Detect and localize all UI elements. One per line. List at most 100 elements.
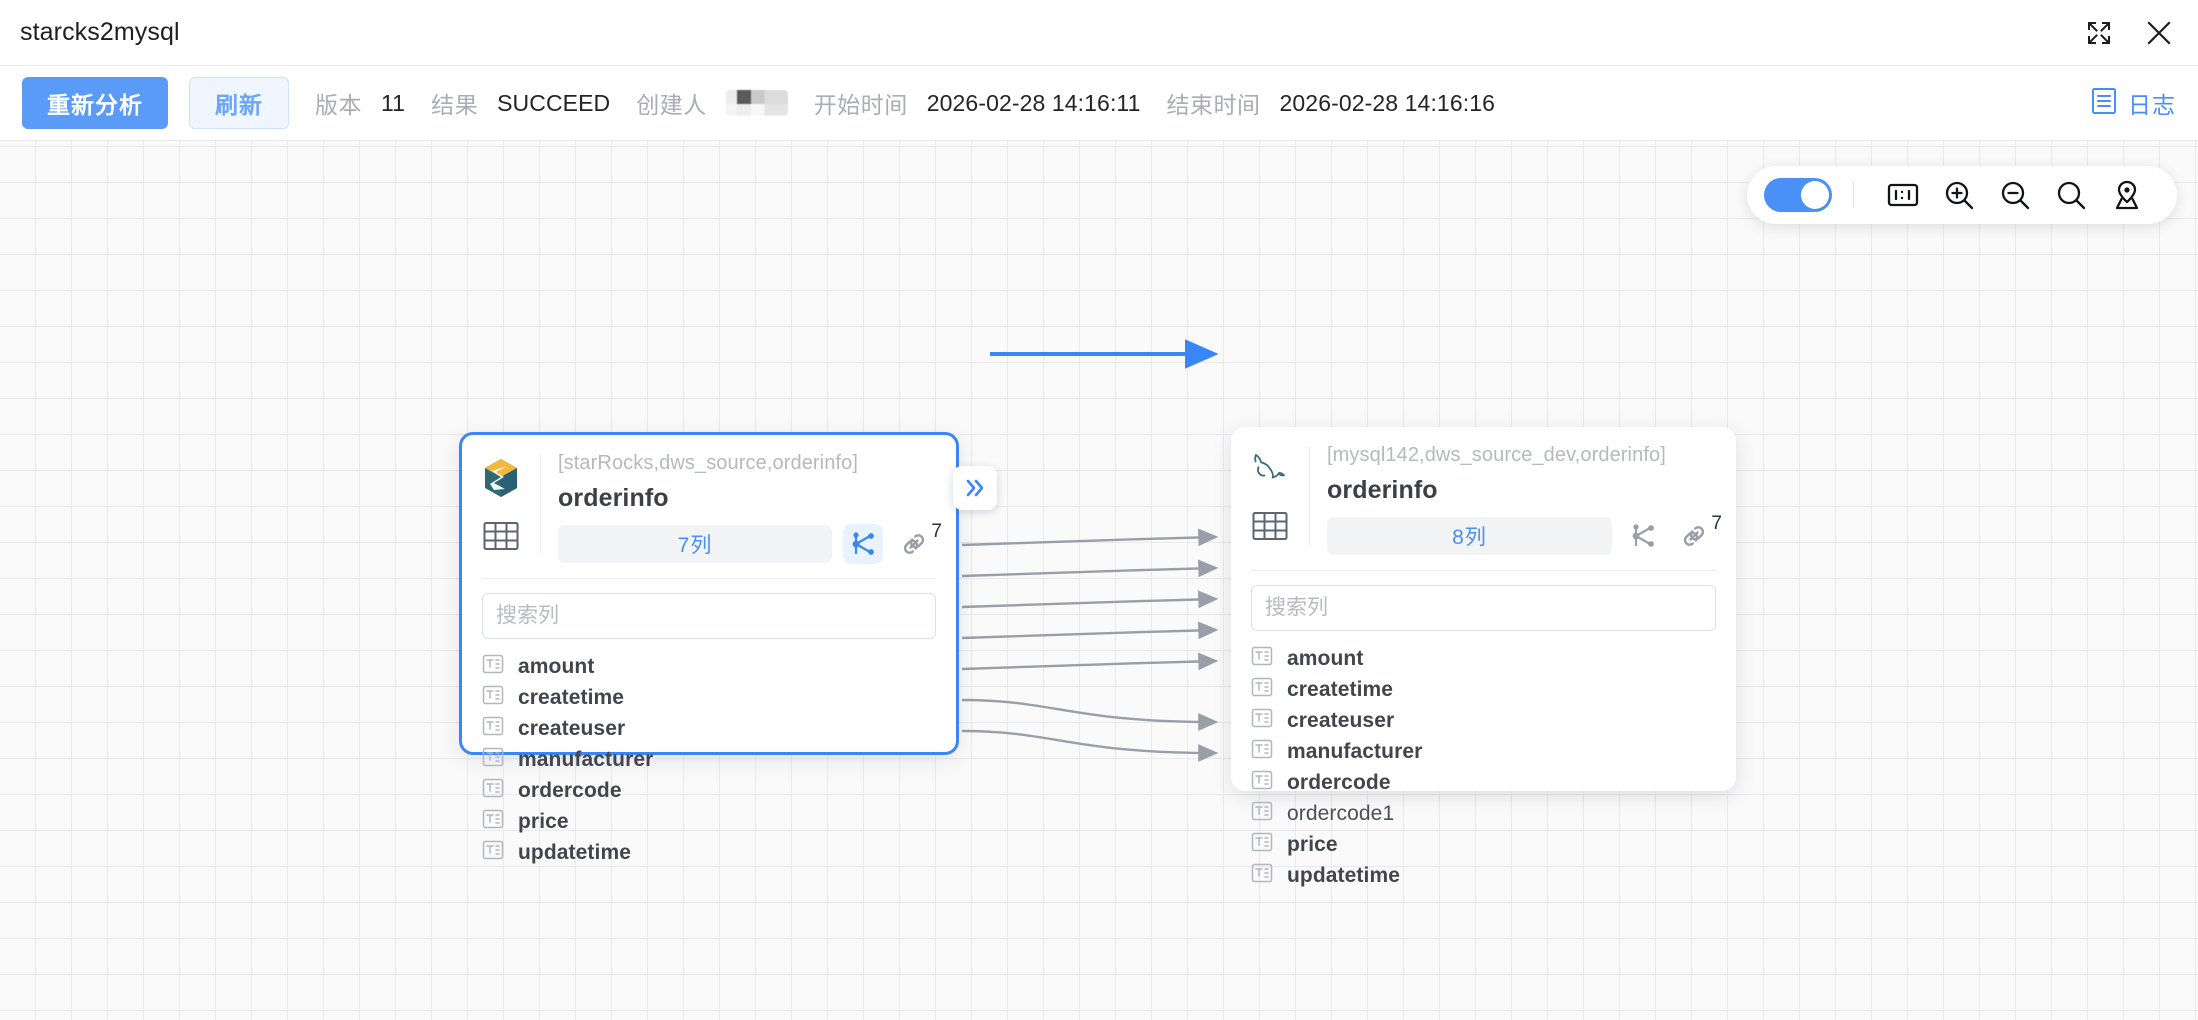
- locate-icon[interactable]: [2105, 173, 2149, 217]
- log-button[interactable]: 日志: [2091, 86, 2176, 120]
- result-label: 结果: [431, 92, 479, 118]
- close-icon[interactable]: [2144, 18, 2174, 48]
- column-item[interactable]: price: [482, 806, 936, 837]
- column-edge: [961, 590, 1219, 609]
- start-time-label: 开始时间: [813, 92, 908, 118]
- column-name: manufacturer: [518, 747, 654, 771]
- column-item[interactable]: createtime: [1251, 674, 1716, 705]
- chain-link-icon[interactable]: 7: [894, 521, 942, 564]
- column-item[interactable]: updatetime: [1251, 860, 1716, 891]
- column-name: manufacturer: [1287, 739, 1423, 763]
- column-field-icon: [1251, 707, 1273, 734]
- node-header: [mysql142,dws_source_dev,orderinfo] orde…: [1231, 427, 1736, 556]
- column-item[interactable]: ordercode: [1251, 767, 1716, 798]
- lineage-node-mysql-orderinfo[interactable]: [mysql142,dws_source_dev,orderinfo] orde…: [1231, 427, 1736, 887]
- creator-label: 创建人: [636, 92, 707, 118]
- column-edge: [961, 698, 1219, 731]
- column-name: amount: [1287, 646, 1364, 670]
- column-search-input[interactable]: [1251, 585, 1716, 631]
- search-icon[interactable]: [2049, 173, 2093, 217]
- column-name: price: [518, 809, 569, 833]
- column-count-badge[interactable]: 8列: [1327, 517, 1612, 555]
- refresh-button[interactable]: 刷新: [189, 77, 289, 129]
- node-divider: [1251, 570, 1716, 571]
- actual-size-icon[interactable]: [1881, 173, 1925, 217]
- column-field-icon: [482, 839, 504, 866]
- version-group: 版本 11: [315, 86, 405, 120]
- expand-downstream-button[interactable]: [953, 466, 997, 510]
- edges-layer: [961, 339, 1219, 762]
- window-controls: [2084, 18, 2174, 48]
- column-item[interactable]: updatetime: [482, 837, 936, 868]
- node-icons: [1231, 443, 1309, 556]
- lineage-canvas[interactable]: [starRocks,dws_source,orderinfo] orderin…: [0, 141, 2198, 1020]
- creator-value-redacted: [725, 90, 788, 116]
- log-button-label: 日志: [2128, 92, 2176, 118]
- creator-group: 创建人: [636, 86, 788, 120]
- column-item[interactable]: createuser: [1251, 705, 1716, 736]
- node-header-body: [starRocks,dws_source,orderinfo] orderin…: [541, 451, 956, 564]
- zoom-out-icon[interactable]: [1993, 173, 2037, 217]
- column-field-icon: [1251, 738, 1273, 765]
- column-field-icon: [482, 808, 504, 835]
- column-count-badge[interactable]: 7列: [558, 525, 832, 563]
- column-item[interactable]: price: [1251, 829, 1716, 860]
- chain-link-icon[interactable]: 7: [1674, 513, 1722, 556]
- canvas-toolbar: [1747, 166, 2177, 224]
- column-field-icon: [1251, 769, 1273, 796]
- node-meta: 7列: [558, 521, 942, 564]
- column-name: createuser: [1287, 708, 1395, 732]
- column-name: ordercode1: [1287, 801, 1395, 825]
- result-value: SUCCEED: [497, 89, 611, 116]
- column-edges: [961, 528, 1219, 762]
- version-label: 版本: [315, 92, 362, 118]
- column-lineage-toggle[interactable]: [1764, 178, 1832, 212]
- column-name: amount: [518, 654, 595, 678]
- node-path: [starRocks,dws_source,orderinfo]: [558, 452, 858, 474]
- column-list: amount createtime create: [1231, 643, 1736, 907]
- node-header: [starRocks,dws_source,orderinfo] orderin…: [462, 435, 956, 564]
- end-time-group: 结束时间 2026-02-28 14:16:16: [1167, 86, 1495, 120]
- column-item[interactable]: manufacturer: [482, 744, 936, 775]
- column-field-icon: [1251, 645, 1273, 672]
- column-field-icon: [1251, 831, 1273, 858]
- column-field-icon: [482, 777, 504, 804]
- column-name: price: [1287, 832, 1338, 856]
- column-edge: [961, 559, 1219, 578]
- node-title: orderinfo: [558, 484, 669, 512]
- column-item[interactable]: amount: [482, 651, 936, 682]
- column-name: createuser: [518, 716, 626, 740]
- column-edge: [961, 528, 1219, 547]
- document-list-icon: [2091, 87, 2117, 120]
- lineage-branch-icon[interactable]: [843, 524, 883, 564]
- column-edge: [961, 621, 1219, 640]
- reanalyze-button[interactable]: 重新分析: [22, 77, 168, 129]
- column-item[interactable]: ordercode1: [1251, 798, 1716, 829]
- column-item[interactable]: ordercode: [482, 775, 936, 806]
- zoom-in-icon[interactable]: [1937, 173, 1981, 217]
- column-item[interactable]: manufacturer: [1251, 736, 1716, 767]
- page-title: starcks2mysql: [20, 18, 180, 46]
- window-title-bar: starcks2mysql: [0, 0, 2198, 66]
- node-divider: [482, 578, 936, 579]
- toolbar-divider: [1853, 182, 1854, 208]
- column-item[interactable]: amount: [1251, 643, 1716, 674]
- version-value: 11: [381, 89, 406, 116]
- column-item[interactable]: createtime: [482, 682, 936, 713]
- lineage-branch-icon[interactable]: [1623, 516, 1663, 556]
- lineage-node-starrocks-orderinfo[interactable]: [starRocks,dws_source,orderinfo] orderin…: [459, 432, 959, 864]
- node-header-divider: [1309, 447, 1310, 546]
- column-item[interactable]: createuser: [482, 713, 936, 744]
- action-toolbar: 重新分析 刷新 版本 11 结果 SUCCEED 创建人 开始时间 2026-0…: [0, 66, 2198, 141]
- end-time-value: 2026-02-28 14:16:16: [1279, 89, 1495, 116]
- column-search-input[interactable]: [482, 593, 936, 639]
- table-grid-icon: [483, 520, 519, 557]
- node-meta: 8列: [1327, 513, 1722, 556]
- start-time-value: 2026-02-28 14:16:11: [926, 89, 1141, 116]
- node-icons: [462, 451, 540, 564]
- result-group: 结果 SUCCEED: [431, 86, 610, 120]
- node-header-body: [mysql142,dws_source_dev,orderinfo] orde…: [1310, 443, 1736, 556]
- expand-icon[interactable]: [2084, 18, 2114, 48]
- column-name: updatetime: [1287, 863, 1401, 887]
- column-field-icon: [1251, 676, 1273, 703]
